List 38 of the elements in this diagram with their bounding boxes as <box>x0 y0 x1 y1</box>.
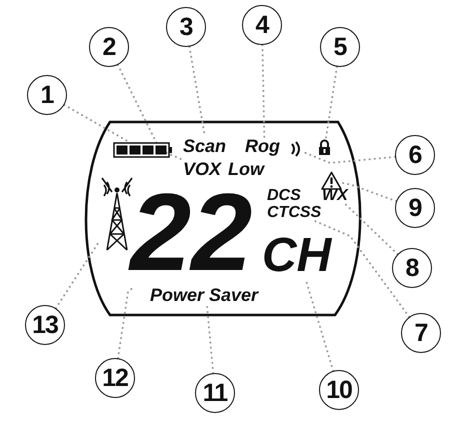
channel-indicator: CH <box>262 232 336 280</box>
callout-number: 7 <box>401 313 441 353</box>
callout-number: 6 <box>395 135 435 175</box>
leader-line <box>344 203 399 256</box>
leader-line <box>206 303 214 374</box>
callout-number: 2 <box>89 27 129 67</box>
channel-number: 22 <box>130 178 256 288</box>
callout-number: 11 <box>195 373 235 413</box>
callout-number: 10 <box>319 370 359 410</box>
callout-number: 13 <box>25 305 65 345</box>
warning-icon <box>321 171 342 190</box>
vox-indicator: VOX <box>183 160 226 178</box>
dcs-indicator: DCS <box>267 188 302 204</box>
low-power-indicator: Low <box>228 160 266 178</box>
scan-indicator: Scan <box>183 137 230 155</box>
leader-line <box>116 64 184 161</box>
leader-line <box>54 242 99 310</box>
battery-icon <box>113 142 173 158</box>
callout-number: 4 <box>242 5 282 45</box>
callout-number: 1 <box>27 75 67 115</box>
leader-line <box>324 66 338 140</box>
leader-line <box>341 182 398 202</box>
lock-icon <box>318 139 331 156</box>
callout-number: 12 <box>95 358 135 398</box>
callout-number: 9 <box>395 188 435 228</box>
ctcss-indicator: CTCSS <box>267 205 326 221</box>
leader-line <box>261 44 266 138</box>
callout-number: 3 <box>166 7 206 47</box>
leader-line <box>117 287 134 360</box>
callout-number: 5 <box>320 27 360 67</box>
leader-line <box>314 220 410 318</box>
leader-line <box>304 279 334 372</box>
callout-number: 8 <box>392 248 432 288</box>
leader-line <box>63 104 130 143</box>
sound-icon <box>290 141 302 157</box>
wx-indicator: WX <box>322 188 352 204</box>
rog-indicator: Rog <box>245 137 284 155</box>
power-saver-indicator: Power Saver <box>150 286 262 304</box>
